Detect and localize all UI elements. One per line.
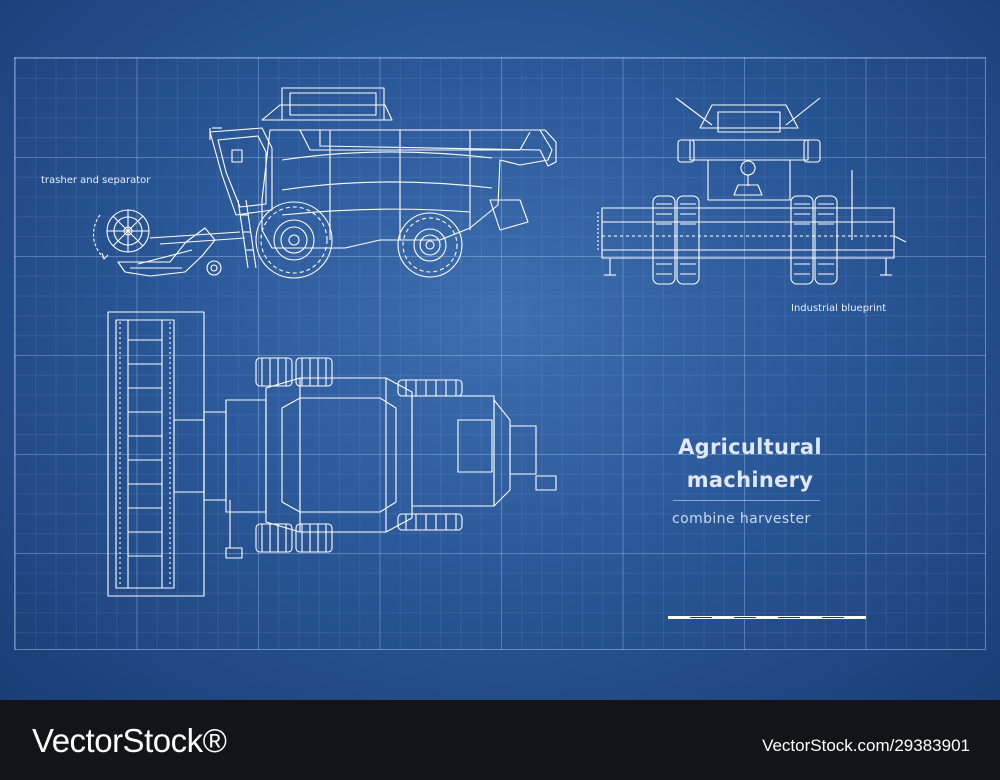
top-view-wheels <box>255 357 463 553</box>
watermark-footer <box>0 700 1000 780</box>
front-wheel <box>255 201 333 279</box>
title-line-1: Agricultural <box>678 435 822 459</box>
label-industrial-blueprint: Industrial blueprint <box>791 303 887 314</box>
image-id: VectorStock.com/29383901 <box>762 736 970 755</box>
front-view-wheels <box>652 195 838 285</box>
combine-side-view <box>92 87 557 279</box>
combine-top-view <box>107 311 557 597</box>
vectorstock-logo: VectorStock® <box>32 722 227 759</box>
subtitle: combine harvester <box>672 511 811 527</box>
title-divider <box>673 500 820 501</box>
reel-drawing <box>92 209 150 260</box>
scale-bar <box>668 614 866 621</box>
blueprint-sheet: trasher and separator Industrial bluepri… <box>0 0 1000 700</box>
grid <box>14 57 986 650</box>
rear-wheel <box>397 212 463 278</box>
label-thresher-separator: trasher and separator <box>41 175 151 186</box>
combine-front-view <box>597 97 907 285</box>
title-line-2: machinery <box>686 468 814 492</box>
